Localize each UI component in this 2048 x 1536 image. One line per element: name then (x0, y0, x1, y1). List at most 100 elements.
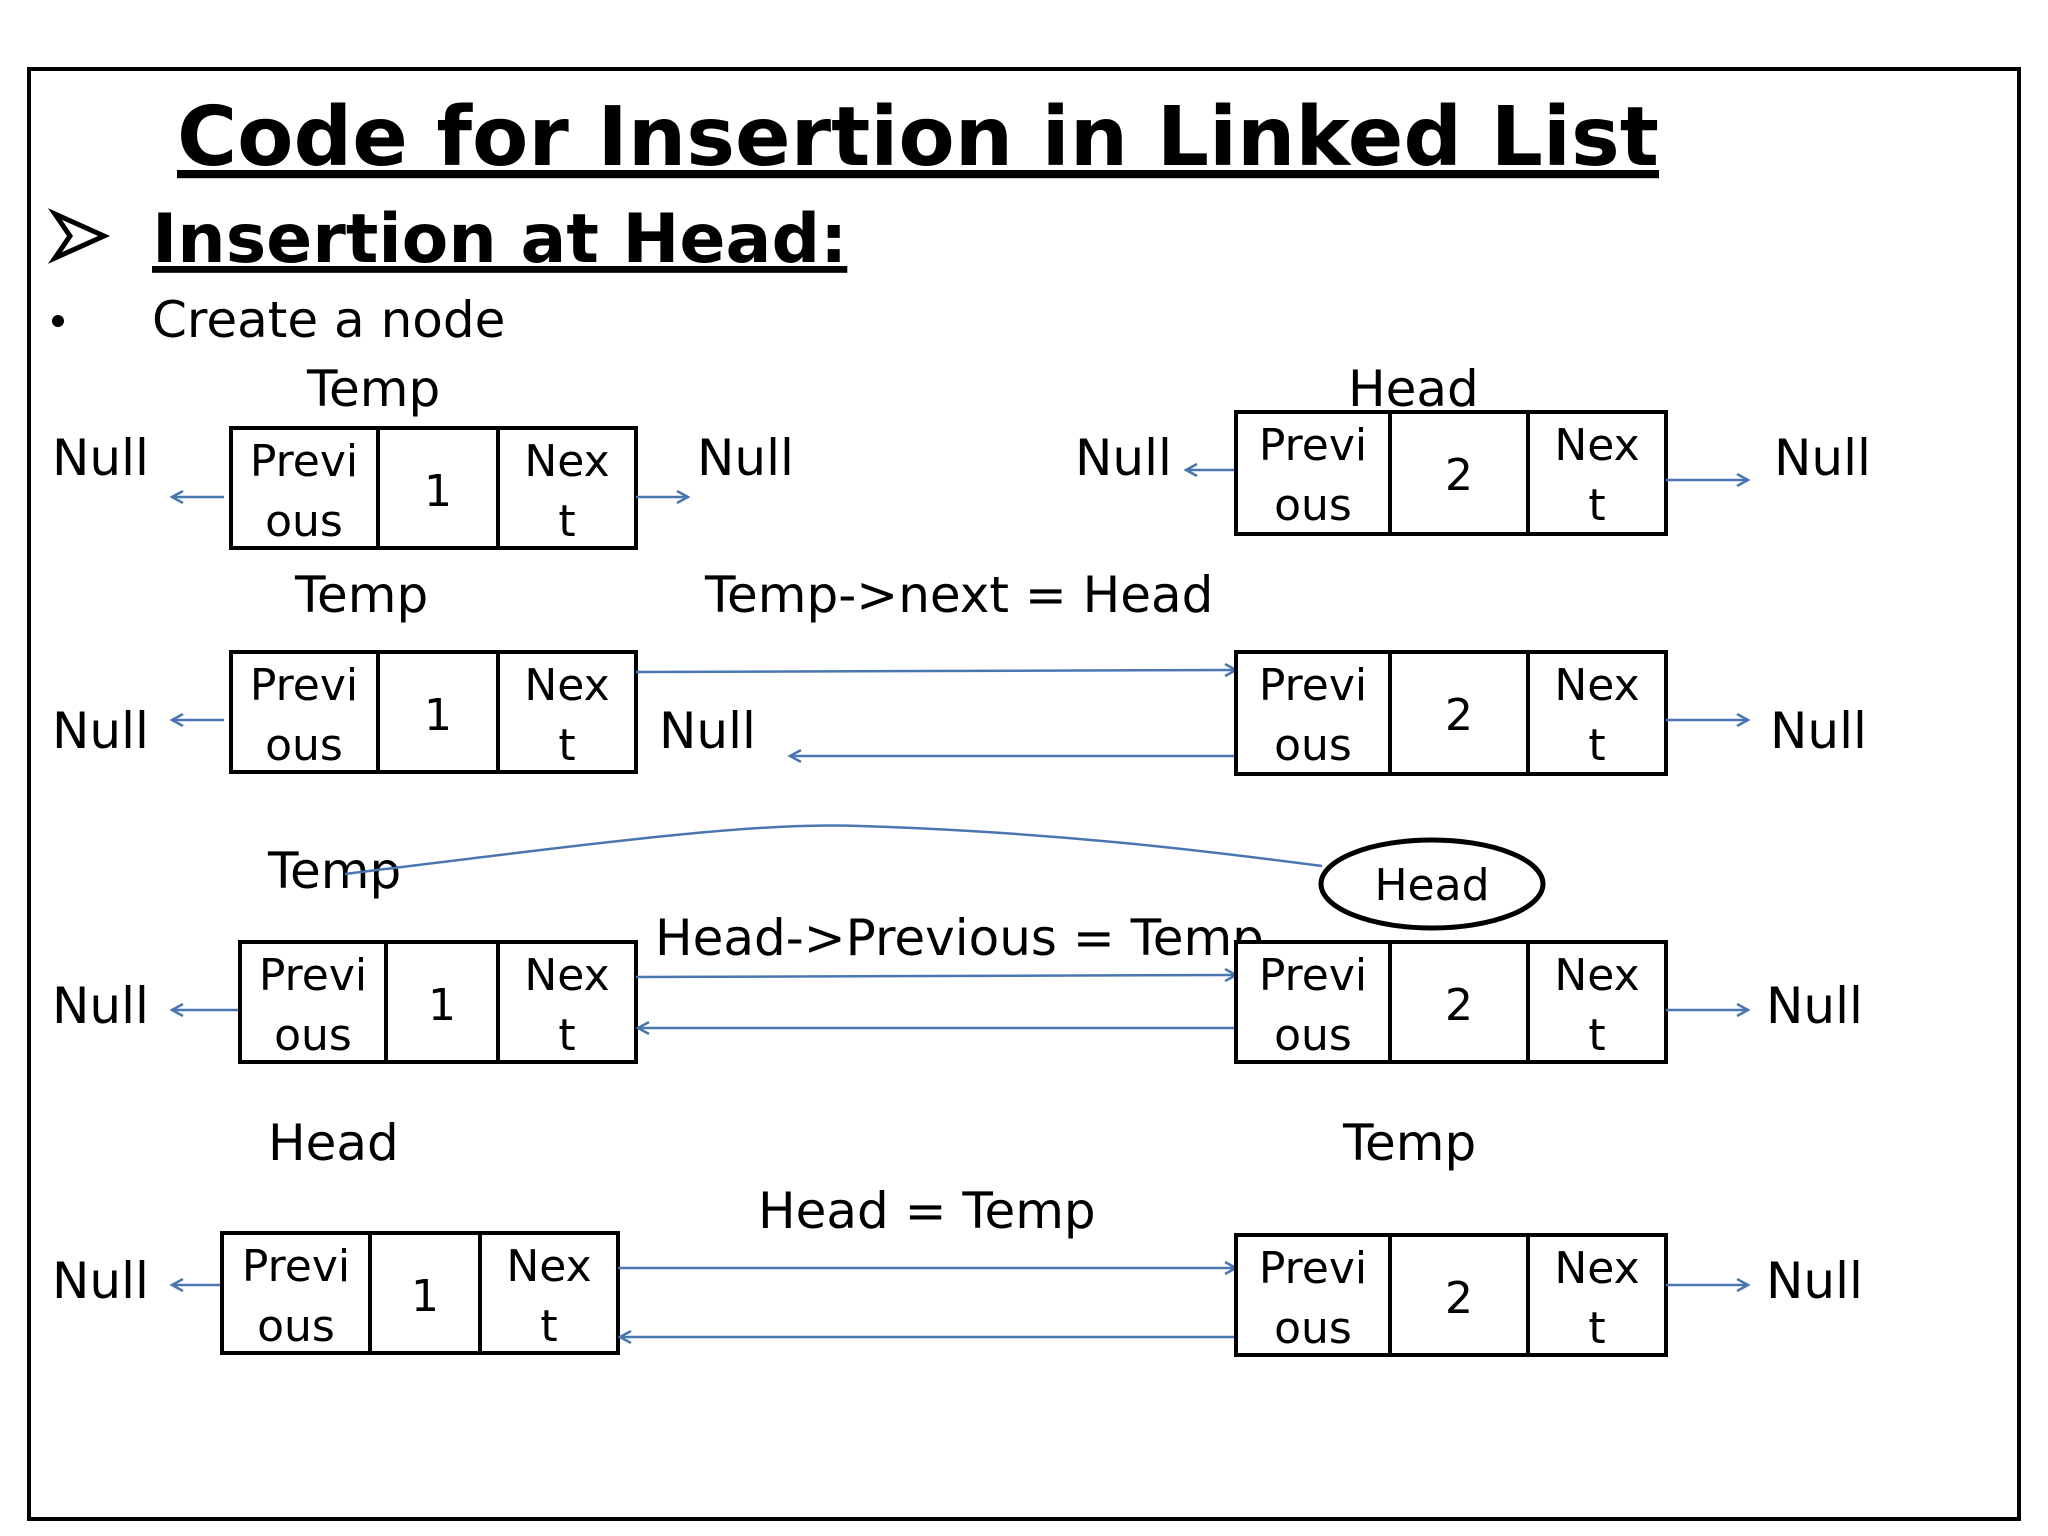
curve-temp-to-head (344, 824, 1323, 876)
node-head: Previ ous 2 Nex t (1234, 410, 1668, 536)
null-label: Null (52, 429, 149, 487)
null-label: Null (1075, 429, 1172, 487)
node-value: 1 (424, 466, 452, 517)
next-cell (1526, 1233, 1668, 1357)
value-cell (368, 1231, 482, 1355)
prev-label-top: Previ (1259, 660, 1367, 711)
step-label: Temp->next = Head (704, 566, 1213, 624)
node-temp: Previ ous 1 Nex t (229, 426, 638, 550)
next-label-top: Nex (524, 436, 609, 487)
next-label-top: Nex (524, 660, 609, 711)
prev-label-bottom: ous (1274, 1303, 1352, 1354)
value-cell (384, 940, 500, 1064)
node-temp: Previ ous 1 Nex t (229, 650, 638, 774)
node-value: 1 (411, 1271, 439, 1322)
bullet-dot-icon (52, 315, 64, 327)
next-label-top: Nex (1554, 660, 1639, 711)
value-cell (1388, 1233, 1530, 1357)
prev-label-bottom: ous (1274, 1010, 1352, 1061)
next-label-bottom: t (1588, 720, 1605, 771)
value-cell (1388, 940, 1530, 1064)
next-label-bottom: t (540, 1301, 557, 1352)
prev-cell (229, 650, 380, 774)
next-label-top: Nex (524, 950, 609, 1001)
node-value: 2 (1445, 450, 1473, 501)
node-value: 2 (1445, 690, 1473, 741)
node-value: 2 (1445, 980, 1473, 1031)
next-cell (1526, 940, 1668, 1064)
null-label: Null (52, 702, 149, 760)
arrow-temp-next-to-head (635, 670, 1236, 672)
prev-cell (238, 940, 388, 1064)
next-label-top: Nex (1554, 950, 1639, 1001)
prev-label-top: Previ (1259, 950, 1367, 1001)
null-label: Null (1766, 1252, 1863, 1310)
head-oval (1318, 837, 1546, 931)
null-label: Null (1766, 977, 1863, 1035)
node-value: 2 (1445, 1273, 1473, 1324)
node-value: 1 (428, 980, 456, 1031)
null-label: Null (52, 1252, 149, 1310)
null-label: Null (659, 702, 756, 760)
bullet-text: Create a node (152, 291, 505, 349)
step-label: Head->Previous = Temp (655, 909, 1264, 967)
node-temp: Previ ous 1 Nex t (238, 940, 638, 1064)
prev-label-bottom: ous (265, 496, 343, 547)
node-temp-old: Previ ous 2 Nex t (1234, 1233, 1668, 1357)
null-label: Null (1770, 702, 1867, 760)
prev-cell (1234, 940, 1392, 1064)
next-label-bottom: t (1588, 1303, 1605, 1354)
next-label-top: Nex (506, 1241, 591, 1292)
next-cell (478, 1231, 620, 1355)
next-label-bottom: t (558, 496, 575, 547)
slide-title: Code for Insertion in Linked List (177, 90, 1659, 185)
null-label: Null (697, 429, 794, 487)
next-cell (496, 650, 638, 774)
prev-label-bottom: ous (257, 1301, 335, 1352)
prev-cell (1234, 650, 1392, 776)
prev-label-bottom: ous (265, 720, 343, 771)
temp-label: Temp (306, 360, 440, 418)
prev-label-top: Previ (250, 660, 358, 711)
temp-label: Temp (1342, 1114, 1476, 1172)
section-heading: Insertion at Head: (152, 200, 847, 279)
value-cell (1388, 410, 1530, 536)
step-label: Head = Temp (758, 1182, 1096, 1240)
next-cell (1526, 650, 1668, 776)
null-label: Null (52, 977, 149, 1035)
next-label-top: Nex (1554, 1243, 1639, 1294)
node-head-new: Previ ous 1 Nex t (220, 1231, 620, 1355)
next-label-bottom: t (558, 720, 575, 771)
node-head: Previ ous 2 Nex t (1234, 650, 1668, 776)
prev-cell (1234, 410, 1392, 536)
next-label-bottom: t (1588, 1010, 1605, 1061)
next-label-top: Nex (1554, 420, 1639, 471)
temp-label: Temp (294, 566, 428, 624)
prev-label-top: Previ (1259, 420, 1367, 471)
prev-label-bottom: ous (1274, 720, 1352, 771)
next-label-bottom: t (1588, 480, 1605, 531)
temp-label: Temp (267, 842, 401, 900)
prev-label-top: Previ (242, 1241, 350, 1292)
null-label: Null (1774, 429, 1871, 487)
arrow-bullet-icon (47, 208, 111, 264)
next-cell (496, 940, 638, 1064)
next-cell (496, 426, 638, 550)
prev-cell (229, 426, 380, 550)
prev-label-top: Previ (250, 436, 358, 487)
prev-label-bottom: ous (1274, 480, 1352, 531)
head-label: Head (1348, 360, 1479, 418)
value-cell (376, 650, 500, 774)
head-oval-label: Head (1374, 860, 1489, 911)
node-value: 1 (424, 690, 452, 741)
arrow-temp-next-to-head (635, 975, 1236, 977)
next-cell (1526, 410, 1668, 536)
prev-cell (220, 1231, 372, 1355)
prev-label-bottom: ous (274, 1010, 352, 1061)
slide-frame (27, 67, 2021, 1521)
prev-label-top: Previ (259, 950, 367, 1001)
prev-label-top: Previ (1259, 1243, 1367, 1294)
value-cell (1388, 650, 1530, 776)
